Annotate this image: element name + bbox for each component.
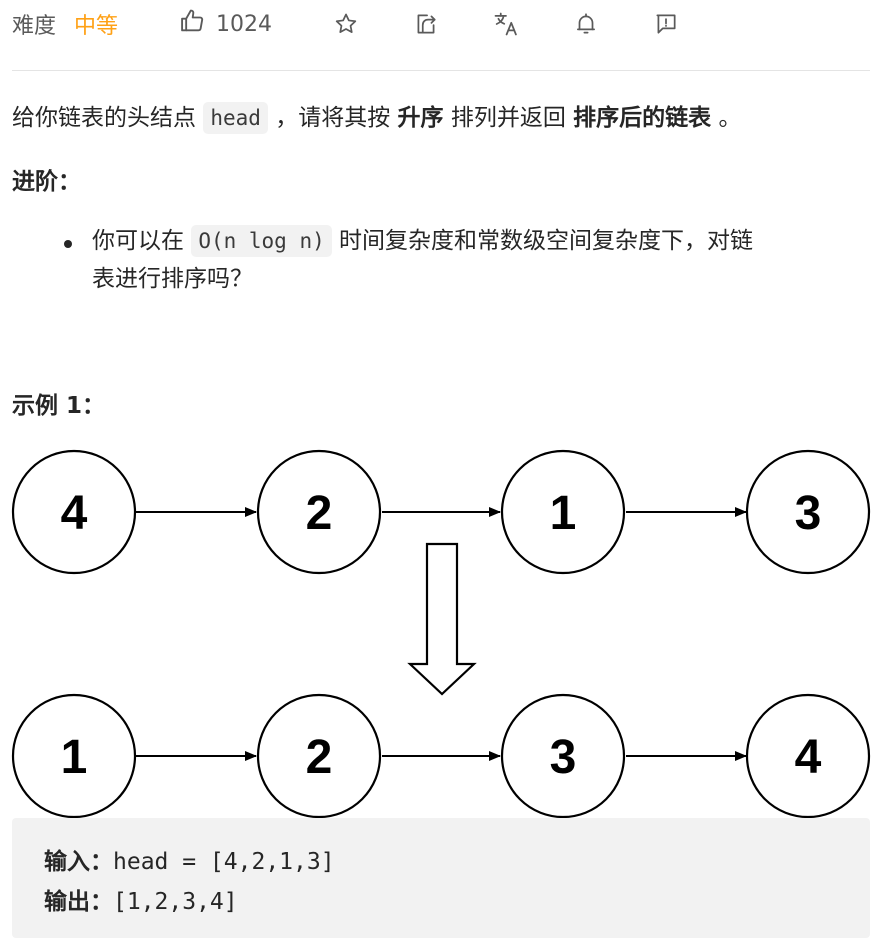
feedback-button[interactable] xyxy=(650,8,682,40)
desc-bold-ascending: 升序 xyxy=(397,105,444,131)
list-node xyxy=(745,449,871,575)
share-icon xyxy=(413,11,439,37)
bullet-point xyxy=(64,224,86,268)
list-node xyxy=(11,693,137,819)
followup-text-1: 你可以在 xyxy=(92,228,192,254)
linked-list-diagram: 4 2 1 3 1 2 3 4 xyxy=(11,449,871,819)
node-value: 4 xyxy=(61,487,88,540)
list-node xyxy=(745,693,871,819)
star-icon xyxy=(333,11,359,37)
list-node xyxy=(500,449,626,575)
node-value: 1 xyxy=(550,487,577,540)
node-value: 2 xyxy=(306,731,333,784)
thumbs-up-icon xyxy=(178,7,206,41)
input-value: head = [4,2,1,3] xyxy=(113,849,335,875)
followup-text-2: 时间复杂度和常数级空间复杂度下，对链 xyxy=(331,228,754,254)
bell-icon xyxy=(573,11,599,37)
inline-code-complexity: O(n log n) xyxy=(191,225,332,257)
input-label: 输入： xyxy=(44,849,113,875)
example-heading: 示例 1： xyxy=(12,393,106,419)
output-list: 1 2 3 4 xyxy=(11,693,871,819)
output-label: 输出： xyxy=(44,889,113,915)
desc-text-3: 排列并返回 xyxy=(443,105,574,131)
transform-down-arrow xyxy=(407,542,477,696)
inline-code-head: head xyxy=(203,102,268,134)
difficulty-value: 中等 xyxy=(74,14,119,39)
like-button[interactable]: 1024 xyxy=(178,6,272,42)
desc-text-4: 。 xyxy=(711,105,742,131)
list-node xyxy=(500,693,626,819)
list-node xyxy=(11,449,137,575)
example-code-block: 输入：head = [4,2,1,3] 输出：[1,2,3,4] xyxy=(12,818,870,938)
difficulty: 难度 中等 xyxy=(12,6,118,42)
node-value: 3 xyxy=(550,731,577,784)
toolbar-divider xyxy=(12,70,870,71)
likes-count: 1024 xyxy=(216,11,272,37)
input-list: 4 2 1 3 xyxy=(11,449,871,575)
followup-line-2: 表进行排序吗？ xyxy=(92,266,253,292)
list-node xyxy=(256,449,382,575)
node-value: 3 xyxy=(795,487,822,540)
followup-line-1: 你可以在 O(n log n) 时间复杂度和常数级空间复杂度下，对链 xyxy=(92,222,872,260)
desc-bold-sorted-list: 排序后的链表 xyxy=(573,105,712,131)
problem-description: 给你链表的头结点 head ，请将其按 升序 排列并返回 排序后的链表 。 xyxy=(12,96,872,140)
translate-icon xyxy=(492,10,520,38)
advanced-heading: 进阶： xyxy=(12,169,81,195)
node-value: 4 xyxy=(795,731,822,784)
favorite-button[interactable] xyxy=(330,8,362,40)
problem-toolbar: 难度 中等 1024 xyxy=(0,0,890,48)
node-value: 2 xyxy=(306,487,333,540)
example-output-line: 输出：[1,2,3,4] xyxy=(44,882,238,916)
feedback-icon xyxy=(653,11,679,37)
output-value: [1,2,3,4] xyxy=(113,889,238,915)
desc-text-1: 给你链表的头结点 xyxy=(12,105,204,131)
example-input-line: 输入：head = [4,2,1,3] xyxy=(44,842,335,876)
difficulty-label: 难度 xyxy=(12,14,57,39)
desc-text-2: ，请将其按 xyxy=(267,105,398,131)
share-button[interactable] xyxy=(410,8,442,40)
translate-button[interactable] xyxy=(490,8,522,40)
notification-button[interactable] xyxy=(570,8,602,40)
list-node xyxy=(256,693,382,819)
node-value: 1 xyxy=(61,731,88,784)
followup-text: 你可以在 O(n log n) 时间复杂度和常数级空间复杂度下，对链 表进行排序… xyxy=(92,222,872,298)
